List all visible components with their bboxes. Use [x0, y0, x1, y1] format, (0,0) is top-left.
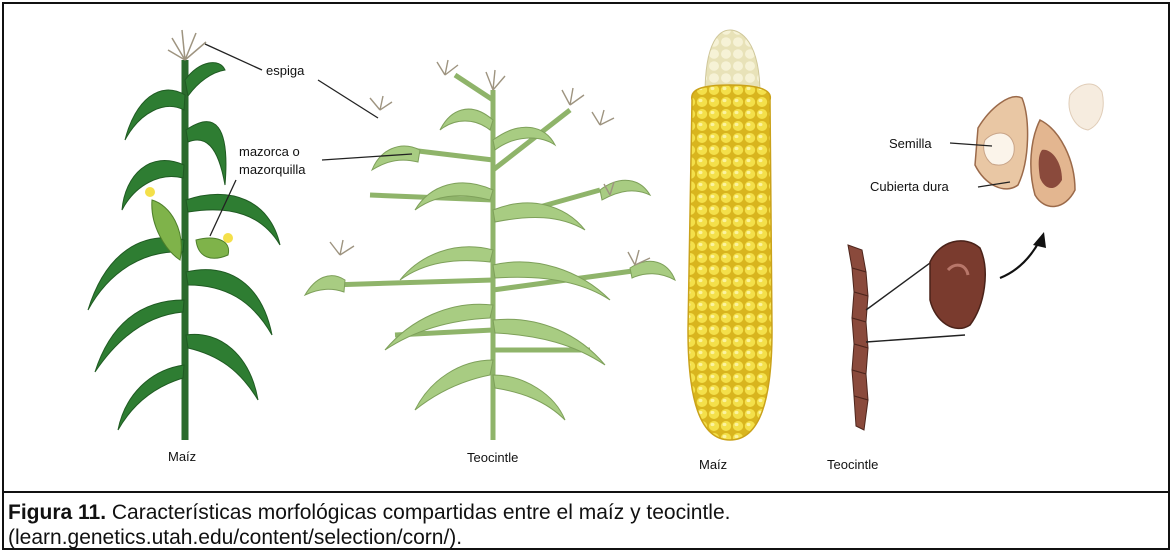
label-mazorca-line1: mazorca o [239, 144, 300, 159]
maize-plant [88, 30, 280, 440]
label-maiz-ear: Maíz [699, 457, 727, 472]
caption-source: (learn.genetics.utah.edu/content/selecti… [8, 525, 1158, 550]
figure-caption: Figura 11. Características morfológicas … [8, 500, 1158, 550]
label-mazorca-line2: mazorquilla [239, 162, 306, 177]
caption-label: Figura 11. [8, 501, 106, 524]
label-semilla: Semilla [889, 136, 932, 151]
label-teocintle-plant: Teocintle [467, 450, 518, 465]
caption-divider [2, 491, 1170, 493]
corn-teosinte-illustration: espiga mazorca o mazorquilla Maíz Teocin… [0, 0, 1174, 490]
teosinte-seeds-open [975, 84, 1103, 206]
caption-text: Características morfológicas compartidas… [106, 501, 730, 524]
teosinte-ear [848, 232, 1046, 430]
label-cubierta-dura: Cubierta dura [870, 179, 950, 194]
teosinte-plant [305, 60, 675, 440]
label-maiz-plant: Maíz [168, 449, 196, 464]
label-espiga: espiga [266, 63, 305, 78]
maize-ear [688, 30, 772, 440]
label-teocintle-ear: Teocintle [827, 457, 878, 472]
